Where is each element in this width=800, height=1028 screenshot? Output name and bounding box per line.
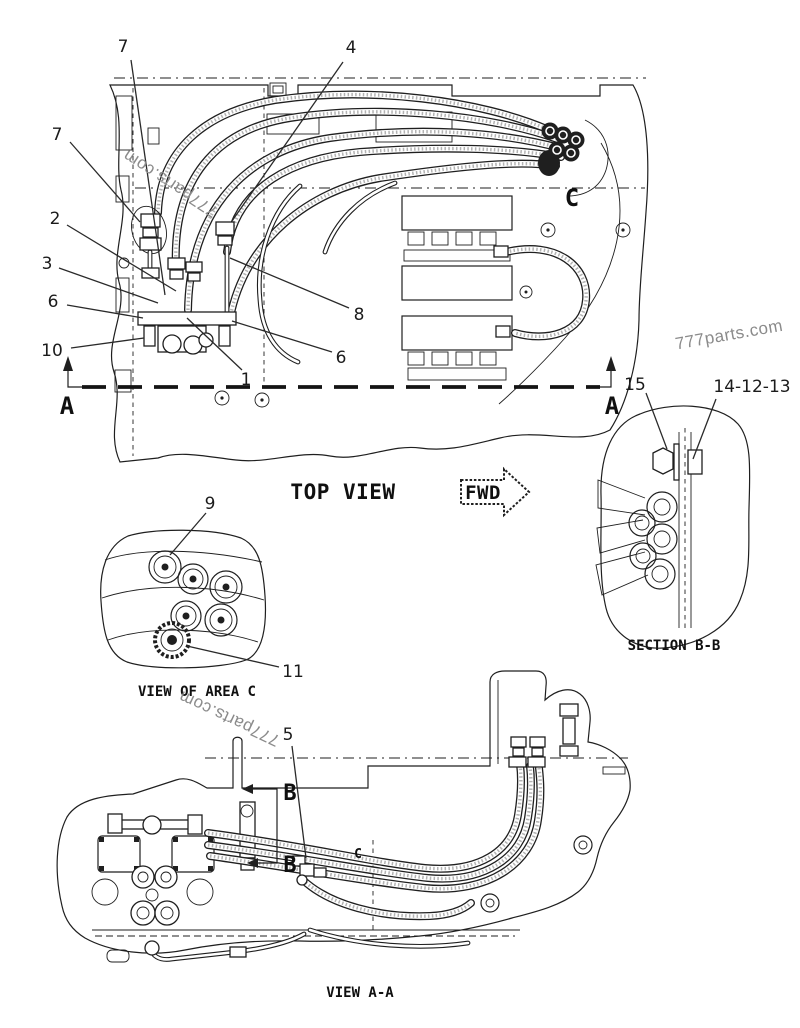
callout-11: 11	[282, 662, 304, 682]
callout-7-left: 7	[52, 125, 63, 145]
section-b-top-label: B	[283, 781, 296, 806]
top-view-title: TOP VIEW	[290, 480, 395, 504]
callout-15: 15	[624, 375, 646, 395]
area-c-fitting-cluster	[538, 119, 609, 197]
top-view-callouts: 7 4 7 2 3 6 10 1 8 6	[41, 37, 364, 390]
view-a-a-hose-bundle	[149, 760, 545, 962]
view-of-area-c-title: VIEW OF AREA C	[138, 684, 256, 700]
view-a-a-drawing: B B 5 C VIEW A-A	[56, 670, 631, 1001]
top-view-drawing: C A A 7 4 7 2 3 6 10 1	[41, 37, 649, 504]
area-c-label: C	[565, 184, 579, 212]
view-a-a-title: VIEW A-A	[326, 985, 394, 1001]
callout-8: 8	[354, 305, 365, 325]
section-b-bottom-label: B	[283, 853, 296, 878]
fwd-label: FWD	[465, 482, 501, 504]
top-view-hose-bundle	[154, 90, 591, 365]
area-c-fittings	[148, 550, 243, 659]
section-b-b-clamp-wedges	[595, 479, 649, 596]
callout-10: 10	[41, 341, 63, 361]
section-b-b-title: SECTION B-B	[628, 638, 721, 654]
callout-3: 3	[42, 254, 53, 274]
callout-2: 2	[50, 209, 61, 229]
top-view-manifold-blocks	[401, 195, 513, 381]
section-line-b-b: B B	[242, 781, 297, 878]
callout-9: 9	[205, 494, 216, 514]
view-a-a-fittings	[106, 703, 593, 963]
callout-4: 4	[346, 38, 357, 58]
callout-5: 5	[283, 725, 294, 745]
watermark-right: 777parts.com	[674, 316, 785, 354]
section-a-right-label: A	[605, 392, 620, 420]
callout-6-left: 6	[48, 292, 59, 312]
callout-6-right: 6	[336, 348, 347, 368]
callout-14-12-13: 14-12-13	[713, 377, 790, 397]
section-b-b-bolt	[652, 443, 703, 481]
section-a-left-label: A	[60, 392, 75, 420]
area-c-outline	[100, 529, 267, 669]
fwd-arrow-icon	[460, 466, 531, 518]
section-line-a-a: A A	[60, 356, 620, 420]
view-a-a-outline	[56, 670, 631, 954]
view-a-a-area-c-label: C	[354, 847, 362, 862]
top-view-plate-outline	[109, 84, 649, 463]
view-a-a-valve-assemblies	[91, 813, 215, 926]
view-of-area-c-drawing: 9 11 VIEW OF AREA C	[100, 494, 304, 700]
callout-7-top: 7	[118, 37, 129, 57]
fwd-arrow: FWD	[460, 466, 531, 518]
section-b-b-hose-circles	[628, 491, 678, 590]
callout-1: 1	[241, 370, 252, 390]
section-b-b-drawing: 15 14-12-13 SECTION B-B	[595, 375, 791, 654]
section-b-b-outline	[600, 405, 751, 649]
top-view-fittings	[131, 205, 511, 355]
